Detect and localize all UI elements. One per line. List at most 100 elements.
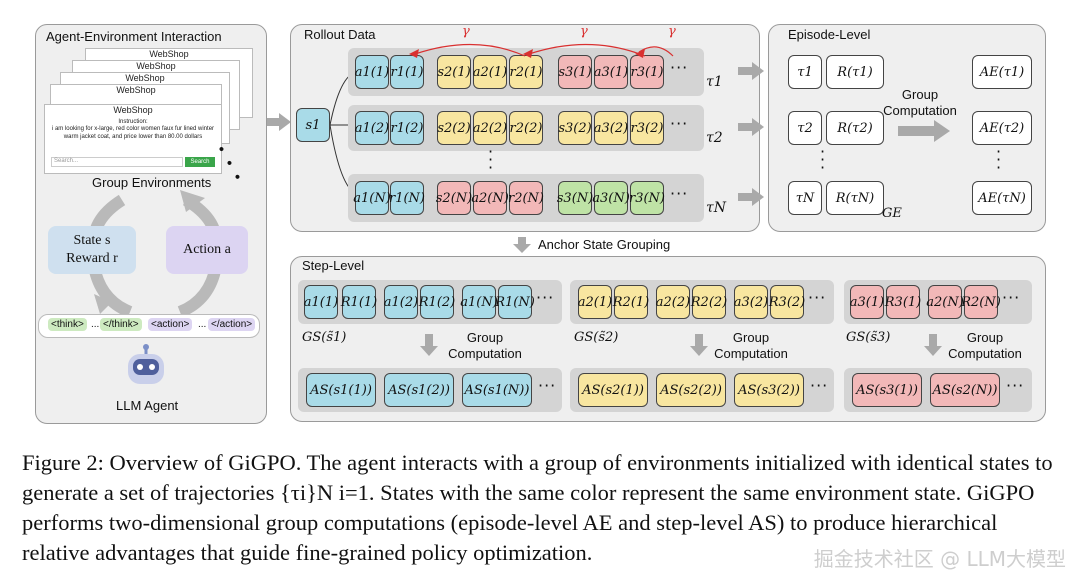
step-ellipsis: ··· [808,288,827,307]
rollout-item: a3(2) [594,111,628,145]
rollout-item: r3(1) [630,55,664,89]
step-item: R2(2) [691,285,727,319]
rollout-item: a2(2) [473,111,507,145]
step-item: a1(1) [304,285,338,319]
figure-caption: Figure 2: Overview of GiGPO. The agent i… [22,450,1053,565]
webshop-search-bar: Search... [51,157,183,167]
rollout-item: a1(N) [353,181,391,215]
rollout-item: r1(1) [390,55,424,89]
step-advantage: AS(s3(1)) [852,373,922,407]
rollout-item: r3(N) [629,181,665,215]
watermark: 掘金技术社区 @ LLM大模型 [813,547,1066,571]
step-item: R1(1) [341,285,377,319]
state-label: State s [73,233,111,248]
anchor-down-arrow [513,237,531,253]
step-item: a1(N) [460,285,498,319]
webshop-title: WebShop [113,105,153,115]
step-item: R1(N) [495,285,535,319]
rollout-item: a3(N) [592,181,630,215]
episode-tau: τ1 [788,55,822,89]
episode-advantage: AE(τN) [972,181,1032,215]
step-advantage: AS(s3(2)) [734,373,804,407]
episode-title: Episode-Level [788,27,871,42]
webshop-instruction-text: i am looking for x-large, red color wome… [51,126,215,140]
episode-tau: τN [788,181,822,215]
rollout-item: r1(N) [389,181,425,215]
webshop-instruction-heading: Instruction: [118,119,148,125]
step-group-3-computation: Group Computation [948,330,1022,361]
llm-agent-label: LLM Agent [116,398,179,413]
action-open-tag: <action> [148,318,193,331]
arrow-to-episode-1 [738,62,764,80]
step-group-label: GS(s̃3) [846,330,891,345]
step-item: a2(2) [656,285,690,319]
step-group-2-arrow [690,334,708,356]
arrow-to-episode-2 [738,118,764,136]
action-label: Action a [183,242,231,257]
step-ellipsis: ··· [536,288,555,307]
robot-icon [128,344,164,384]
arrow-to-episode-N [738,188,764,206]
step-ellipsis: ··· [1006,376,1025,395]
step-group-2-computation: Group Computation [714,330,788,361]
step-group-3-arrow [924,334,942,356]
webshop-search-button: Search [185,157,215,167]
action-ellipsis: ... [198,319,207,330]
step-group-label: GS(s̃2) [574,330,619,345]
step-advantage: AS(s1(2)) [384,373,454,407]
step-item: a3(2) [734,285,768,319]
rollout-item: a1(2) [355,111,389,145]
arrow-to-rollout [267,113,291,131]
episode-group-box [784,50,890,222]
action-box: Action a [166,226,248,274]
step-item: R1(2) [419,285,455,319]
step-item: a2(1) [578,285,612,319]
step-item: R3(2) [769,285,805,319]
step-advantage: AS(s1(N)) [462,373,532,407]
rollout-item: a2(1) [473,55,507,89]
rollout-item: r2(1) [509,55,543,89]
step-item: R2(N) [961,285,1001,319]
episode-vertical-ellipsis: ··· [820,142,827,177]
step-group-1-arrow [420,334,438,356]
gamma-label-3: γ [668,24,676,39]
step-ellipsis: ··· [538,376,557,395]
step-item: R2(1) [613,285,649,319]
gamma-label-2: γ [580,24,588,39]
webshop-search-input: Search... [54,158,79,164]
step-item: a2(N) [926,285,964,319]
agent-environment-title: Agent-Environment Interaction [46,29,222,44]
episode-tau: τ2 [788,111,822,145]
rollout-item: s3(N) [557,181,593,215]
step-advantage: AS(s2(1)) [578,373,648,407]
step-advantage: AS(s1(1)) [306,373,376,407]
rollout-vertical-ellipsis: ··· [488,142,495,177]
think-open-tag: <think> [48,318,87,331]
episode-group-computation: Group Computation [883,87,957,118]
rollout-item: s2(N) [436,181,472,215]
rollout-item: r2(2) [509,111,543,145]
webshop-card-front: WebShop Instruction: i am looking for x-… [44,104,222,174]
step-ellipsis: ··· [810,376,829,395]
reward-label: Reward r [66,251,118,266]
step-advantage: AS(s2(2)) [656,373,726,407]
rollout-item: r1(2) [390,111,424,145]
step-advantage: AS(s2(N)) [930,373,1000,407]
rollout-row-ellipsis: ··· [670,184,689,203]
step-item: a1(2) [384,285,418,319]
gamma-discount-arrows [409,43,674,58]
rollout-item: s3(2) [558,111,592,145]
rollout-item: r3(2) [630,111,664,145]
rollout-item: a1(1) [355,55,389,89]
gamma-label-1: γ [462,24,470,39]
rollout-tau-label: τ2 [706,130,723,146]
step-group-1-computation: Group Computation [448,330,522,361]
rollout-row-ellipsis: ··· [670,114,689,133]
rollout-tau-label: τ1 [706,74,723,90]
s1-box: s1 [296,108,330,142]
rollout-item: a2(N) [471,181,509,215]
step-ellipsis: ··· [1002,288,1021,307]
rollout-item: s2(2) [437,111,471,145]
episode-adv-vertical-ellipsis: ··· [996,142,1003,177]
episode-return: R(τN) [826,181,884,215]
